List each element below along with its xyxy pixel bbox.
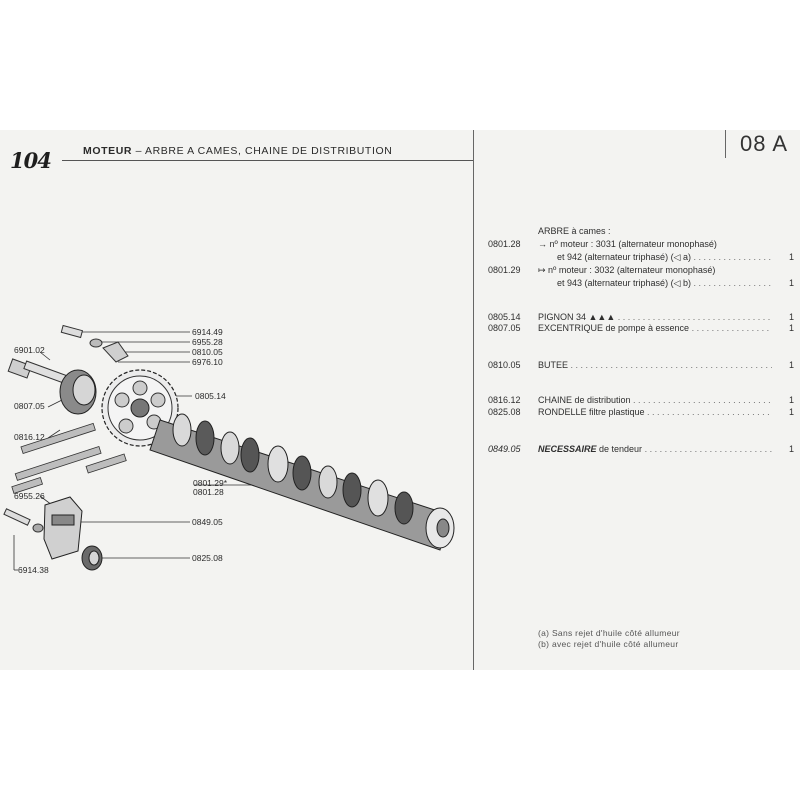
list-item: 0816.12 CHAINE de distribution 1	[488, 394, 794, 407]
callout-6914-49: 6914.49	[192, 327, 223, 337]
part-desc: NECESSAIRE de tendeur	[538, 443, 772, 456]
part-qty: 1	[788, 278, 794, 288]
callout-0825-08: 0825.08	[192, 553, 223, 563]
part-name: NECESSAIRE	[538, 444, 597, 454]
part-desc: EXCENTRIQUE de pompe à essence	[538, 322, 772, 335]
sprocket-0805-14	[101, 369, 179, 447]
part-desc: CHAINE de distribution	[538, 394, 772, 407]
part-ref: 0849.05	[488, 444, 521, 454]
list-item: 0801.29 ↦ nº moteur : 3032 (alternateur …	[488, 264, 793, 277]
top-margin	[0, 0, 800, 130]
footnotes: (a) Sans rejet d'huile côté allumeur (b)…	[538, 628, 680, 650]
model-number: 104	[10, 148, 52, 173]
code-divider	[725, 130, 726, 158]
part-qty: 1	[788, 323, 794, 333]
list-item: et 943 (alternateur triphasé) (◁ b) 1	[488, 277, 794, 290]
part-desc: BUTEE	[538, 359, 772, 372]
callout-0849-05: 0849.05	[192, 517, 223, 527]
part-ref: 0816.12	[488, 395, 521, 405]
part-ref: 0825.08	[488, 407, 521, 417]
list-item: 0807.05 EXCENTRIQUE de pompe à essence 1	[488, 322, 794, 335]
callout-6914-38: 6914.38	[18, 565, 49, 575]
callout-0807-05: 0807.05	[14, 401, 45, 411]
callout-6976-10: 6976.10	[192, 357, 223, 367]
part-qty: 1	[788, 252, 794, 262]
part-desc: RONDELLE filtre plastique	[538, 406, 772, 419]
chain-tensioner	[3, 496, 83, 560]
callout-0816-12: 0816.12	[14, 432, 45, 442]
list-item: 0810.05 BUTEE 1	[488, 359, 794, 372]
part-ref: 0801.29	[488, 265, 521, 275]
page-title: MOTEUR – ARBRE A CAMES, CHAINE DE DISTRI…	[83, 145, 392, 157]
part-ref: 0807.05	[488, 323, 521, 333]
list-item: 0849.05 NECESSAIRE de tendeur 1	[488, 443, 794, 456]
part-desc: → nº moteur : 3031 (alternateur monophas…	[538, 239, 717, 249]
part-qty: 1	[788, 312, 794, 322]
callout-0801-29: 0801.29*	[193, 478, 228, 488]
list-item: ARBRE à cames :	[488, 225, 793, 238]
part-ref: 0801.28	[488, 239, 521, 249]
part-desc: PIGNON 34 ▲▲▲	[538, 311, 772, 324]
title-subject: – ARBRE A CAMES, CHAINE DE DISTRIBUTION	[132, 145, 393, 157]
list-item: et 942 (alternateur triphasé) (◁ a) 1	[488, 251, 794, 264]
part-qty: 1	[788, 395, 794, 405]
footnote-b: (b) avec rejet d'huile côté allumeur	[538, 639, 679, 649]
callout-0810-05: 0810.05	[192, 347, 223, 357]
page-code: 08 A	[740, 131, 789, 156]
part-desc-rest: de tendeur	[596, 444, 643, 454]
camshaft	[149, 413, 455, 551]
callout-6901-02: 6901.02	[14, 345, 45, 355]
list-item: 0825.08 RONDELLE filtre plastique 1	[488, 406, 794, 419]
column-divider	[473, 130, 474, 670]
callout-6955-26: 6955.26	[14, 491, 45, 501]
callout-6955-28: 6955.28	[192, 337, 223, 347]
part-desc: et 942 (alternateur triphasé) (◁ a)	[538, 251, 772, 264]
part-desc: ARBRE à cames :	[538, 226, 611, 236]
part-qty: 1	[788, 360, 794, 370]
timing-chain	[11, 422, 127, 494]
title-section: MOTEUR	[83, 145, 133, 157]
callout-0801-28: 0801.28	[193, 487, 224, 497]
list-item: 0801.28 → nº moteur : 3031 (alternateur …	[488, 238, 793, 251]
footnote-a: (a) Sans rejet d'huile côté allumeur	[538, 628, 680, 638]
list-item: 0805.14 PIGNON 34 ▲▲▲ 1	[488, 311, 794, 324]
camshaft-exploded-diagram	[3, 324, 455, 571]
part-ref: 0810.05	[488, 360, 521, 370]
part-desc: et 943 (alternateur triphasé) (◁ b)	[538, 277, 772, 290]
bottom-margin	[0, 670, 800, 800]
bolt-6901-02	[7, 358, 67, 384]
callout-0805-14: 0805.14	[195, 391, 226, 401]
part-desc: ↦ nº moteur : 3032 (alternateur monophas…	[538, 265, 716, 275]
part-ref: 0805.14	[488, 312, 521, 322]
header-rule	[62, 160, 474, 161]
part-qty: 1	[788, 444, 794, 454]
part-qty: 1	[788, 407, 794, 417]
